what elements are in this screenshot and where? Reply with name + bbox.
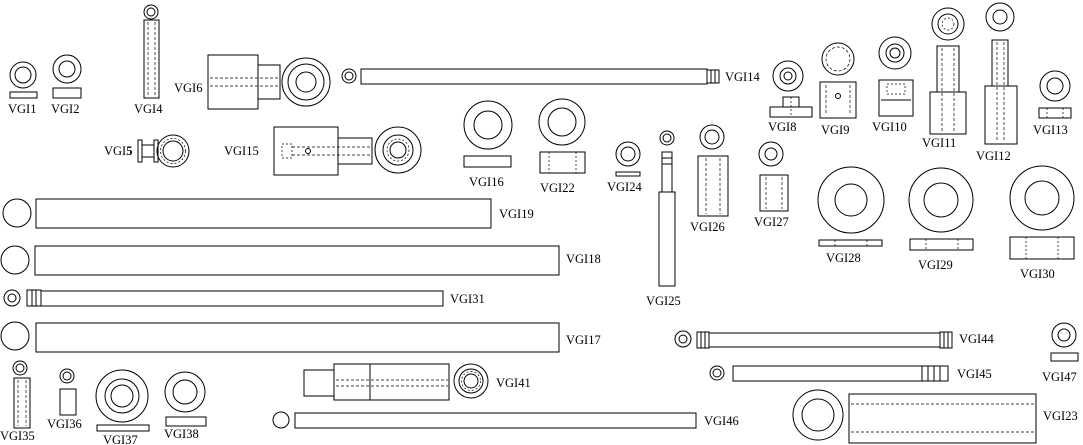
part-vgi6: VGI6	[174, 54, 331, 110]
part-vgi22: VGI22	[538, 98, 586, 195]
label-vgi17: VGI17	[566, 333, 601, 347]
label-vgi5-prefix: VGI	[104, 144, 126, 158]
part-vgi14: VGI14	[341, 60, 804, 92]
label-vgi36: VGI36	[47, 417, 82, 431]
label-vgi6: VGI6	[174, 81, 202, 95]
label-vgi15: VGI15	[224, 144, 259, 158]
label-vgi1: VGI1	[8, 102, 36, 116]
part-vgi13: VGI13	[1033, 70, 1072, 137]
part-vgi19: VGI19	[2, 198, 534, 229]
label-vgi47: VGI47	[1042, 370, 1077, 384]
part-vgi31: VGI31	[3, 289, 485, 307]
part-vgi24: VGI24	[607, 141, 642, 194]
label-vgi4: VGI4	[134, 102, 163, 116]
label-vgi44: VGI44	[959, 332, 994, 346]
label-vgi13: VGI13	[1033, 123, 1068, 137]
part-vgi35: VGI35	[0, 360, 35, 443]
part-vgi23: VGI23	[792, 389, 1078, 444]
part-vgi27: VGI27	[754, 141, 789, 229]
part-vgi17: VGI17	[0, 321, 601, 353]
part-vgi16: VGI16	[463, 100, 513, 189]
label-vgi23: VGI23	[1043, 409, 1078, 423]
label-vgi26: VGI26	[690, 220, 725, 234]
label-vgi2: VGI2	[51, 102, 79, 116]
label-vgi38: VGI38	[164, 427, 199, 441]
label-vgi5-digit: 5	[126, 144, 132, 158]
label-vgi24: VGI24	[607, 180, 642, 194]
label-vgi9: VGI9	[821, 123, 849, 137]
part-vgi10: VGI10	[872, 36, 914, 134]
part-vgi8: VGI8	[768, 96, 813, 134]
part-vgi38: VGI38	[164, 371, 207, 441]
label-vgi11: VGI11	[922, 136, 956, 150]
part-vgi28: VGI28	[817, 166, 885, 265]
label-vgi14: VGI14	[725, 70, 760, 84]
part-vgi41: VGI41	[303, 363, 531, 401]
label-vgi28: VGI28	[826, 251, 861, 265]
label-vgi5: VGI5	[104, 144, 132, 158]
part-vgi45: VGI45	[709, 365, 992, 382]
label-vgi18: VGI18	[566, 252, 601, 266]
part-vgi9: VGI9	[819, 42, 857, 137]
label-vgi29: VGI29	[918, 258, 953, 272]
part-vgi11: VGI11	[922, 7, 967, 150]
part-vgi15: VGI15	[224, 126, 422, 176]
label-vgi37: VGI37	[103, 433, 138, 445]
part-vgi46: VGI46	[272, 411, 739, 429]
label-vgi41: VGI41	[496, 376, 531, 390]
part-vgi26: VGI26	[690, 124, 729, 234]
part-vgi5: VGI5	[104, 134, 190, 168]
label-vgi16: VGI16	[469, 175, 504, 189]
part-vgi2: VGI2	[51, 54, 82, 116]
label-vgi10: VGI10	[872, 120, 907, 134]
part-vgi29: VGI29	[908, 167, 974, 272]
label-vgi12: VGI12	[976, 149, 1011, 163]
label-vgi8: VGI8	[768, 120, 796, 134]
label-vgi19: VGI19	[499, 207, 534, 221]
label-vgi35: VGI35	[0, 429, 35, 443]
label-vgi30: VGI30	[1020, 267, 1055, 281]
label-vgi45: VGI45	[957, 367, 992, 381]
part-vgi12: VGI12	[976, 2, 1018, 163]
part-vgi25: VGI25	[646, 130, 681, 308]
part-vgi4: VGI4	[134, 4, 163, 116]
label-vgi46: VGI46	[704, 414, 739, 428]
part-vgi47: VGI47	[1042, 322, 1079, 384]
label-vgi27: VGI27	[754, 215, 789, 229]
part-vgi18: VGI18	[0, 245, 601, 276]
part-vgi30: VGI30	[1009, 165, 1075, 281]
label-vgi22: VGI22	[540, 181, 575, 195]
part-vgi1: VGI1	[8, 61, 38, 116]
part-vgi36: VGI36	[47, 368, 82, 431]
part-vgi44: VGI44	[674, 330, 994, 349]
label-vgi25: VGI25	[646, 294, 681, 308]
label-vgi31: VGI31	[450, 292, 485, 306]
part-vgi37: VGI37	[95, 369, 150, 445]
